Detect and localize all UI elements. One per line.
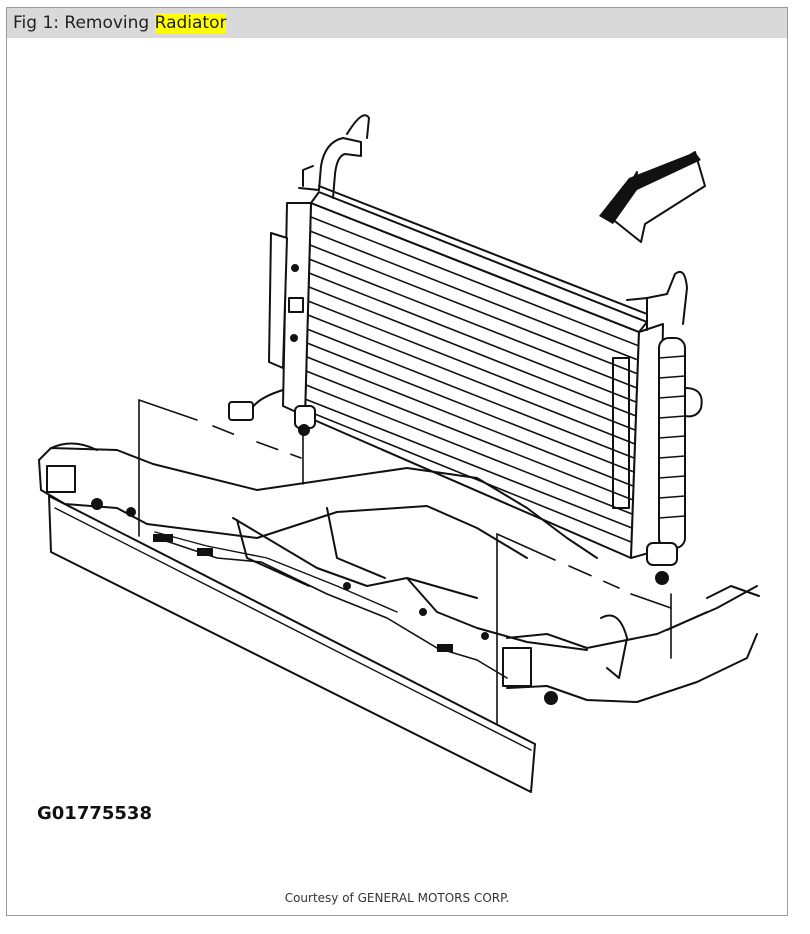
direction-arrow bbox=[599, 151, 706, 243]
air-deflector-panel bbox=[48, 495, 536, 793]
right-reference-lines bbox=[496, 533, 672, 729]
figure-credit: Courtesy of GENERAL MOTORS CORP. bbox=[284, 891, 510, 905]
radiator-removal-illustration bbox=[38, 114, 760, 793]
right-radiator-tank bbox=[612, 270, 703, 585]
core-fins bbox=[304, 216, 640, 543]
figure-caption: Fig 1: Removing Radiator bbox=[7, 8, 787, 38]
figure-frame: Fig 1: Removing Radiator bbox=[6, 7, 788, 916]
left-lower-mount bbox=[228, 389, 316, 436]
radiator-core bbox=[304, 185, 648, 559]
caption-highlight: Radiator bbox=[154, 13, 227, 33]
engine-cradle-frame bbox=[38, 442, 760, 705]
caption-prefix: Fig 1: Removing bbox=[13, 13, 155, 33]
illustration-part-code: G01775538 bbox=[37, 803, 152, 824]
left-reference-lines bbox=[138, 399, 304, 537]
left-radiator-tank bbox=[268, 114, 370, 417]
